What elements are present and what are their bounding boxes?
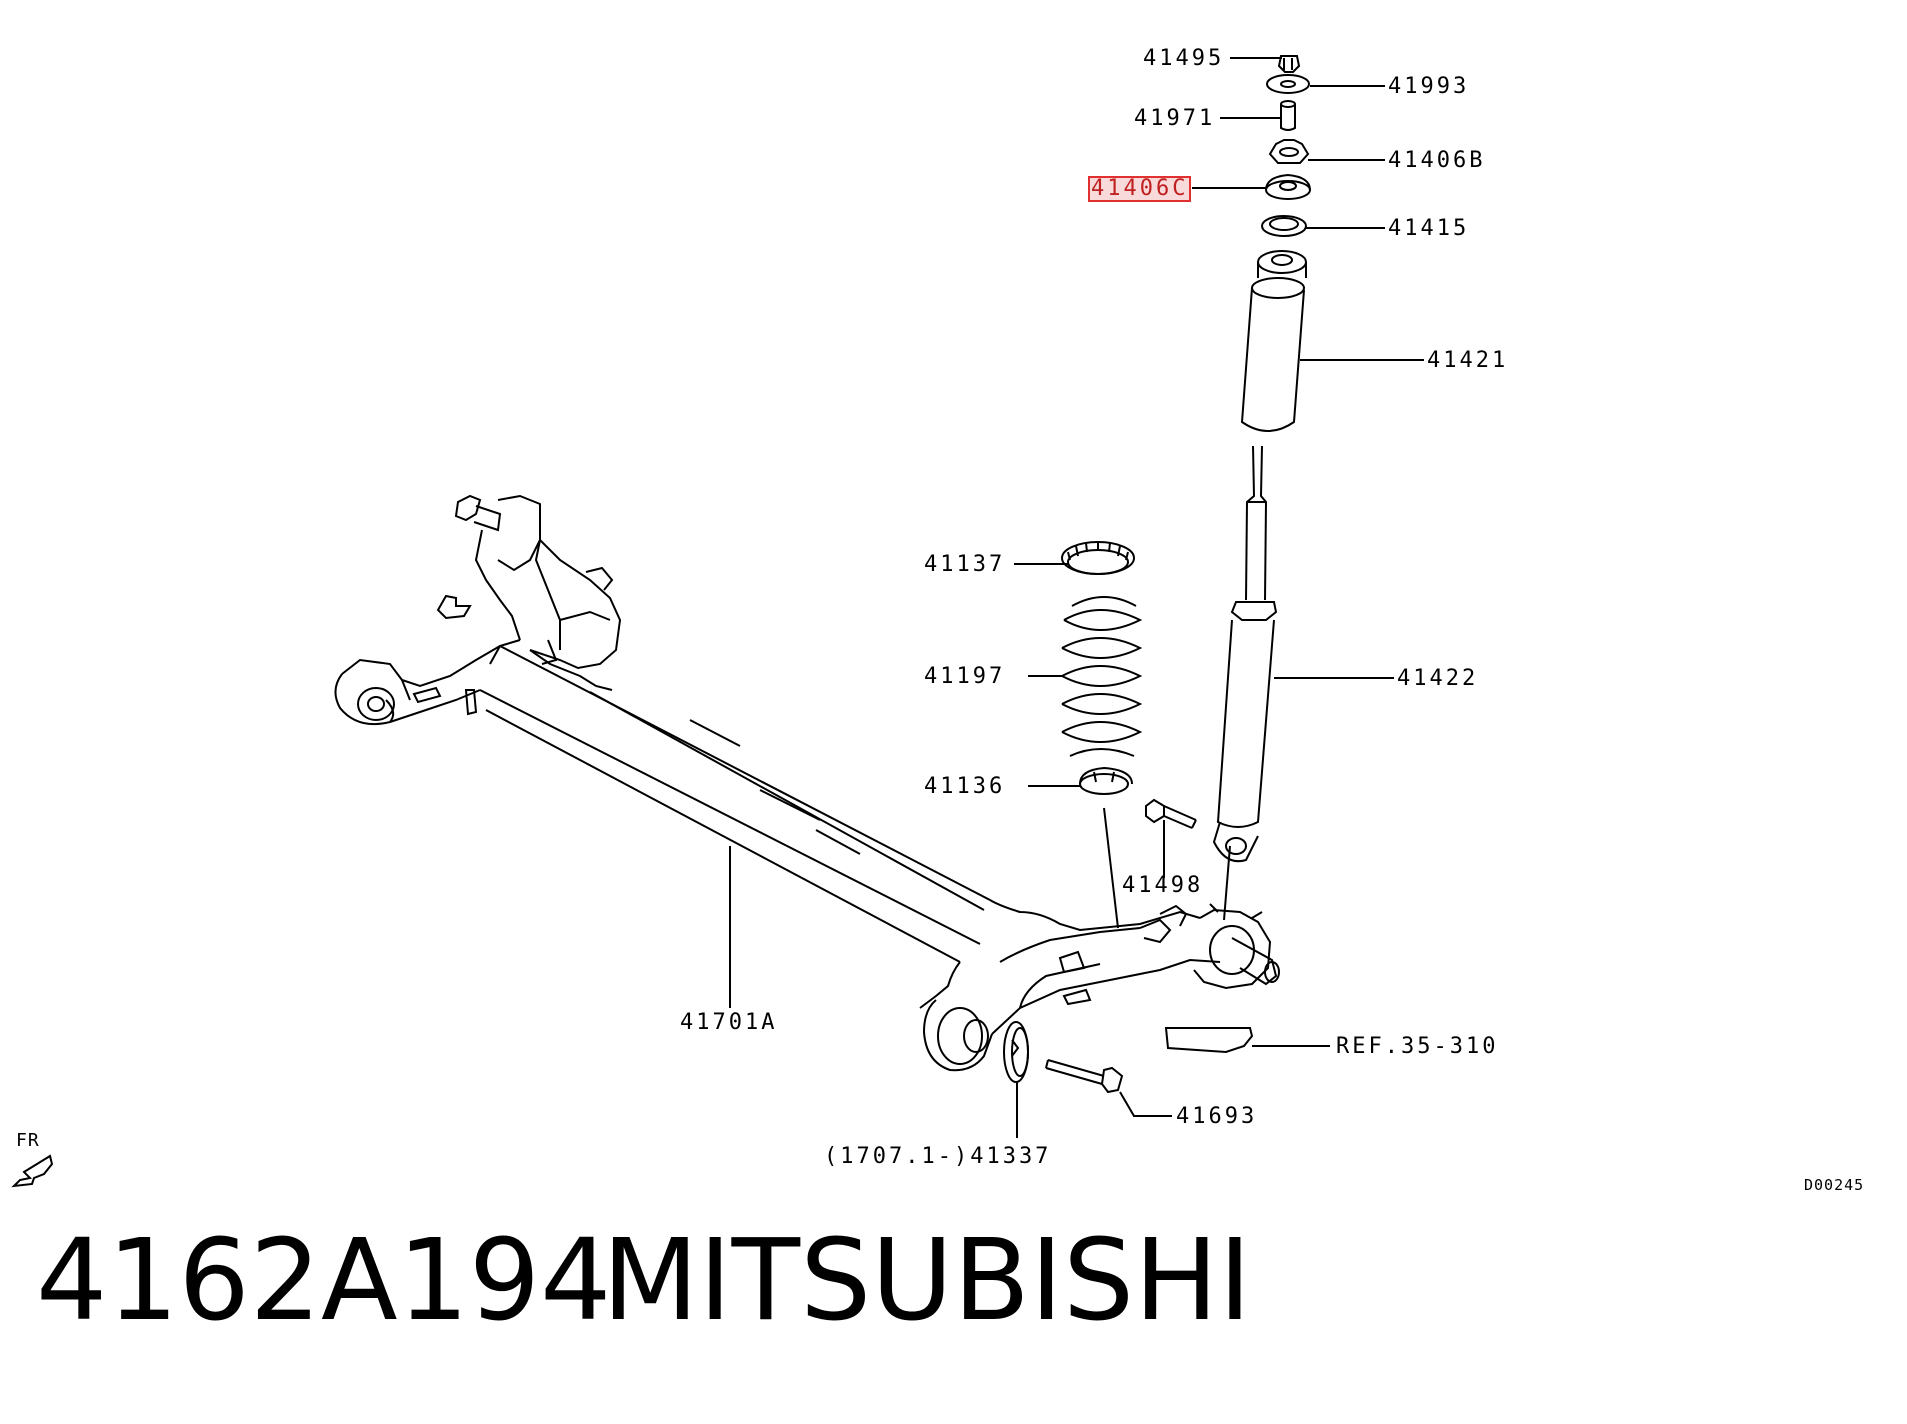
shock-absorber-41422-part[interactable]	[1214, 446, 1276, 861]
axle-beam-41701A-part[interactable]	[335, 496, 1279, 1070]
label-41421[interactable]: 41421	[1427, 348, 1509, 373]
nut-41495-part[interactable]	[1279, 56, 1299, 72]
leader-lines	[730, 58, 1424, 1138]
label-41993[interactable]: 41993	[1388, 74, 1470, 99]
label-41197[interactable]: 41197	[924, 664, 1006, 689]
label-41971[interactable]: 41971	[1134, 106, 1216, 131]
bracket-ref-35-310-part[interactable]	[1166, 1028, 1252, 1052]
label-41137[interactable]: 41137	[924, 552, 1006, 577]
bolt-41498-part[interactable]	[1146, 800, 1196, 828]
label-ref-35-310[interactable]: REF.35-310	[1336, 1034, 1499, 1059]
bushing-41406B-part[interactable]	[1270, 140, 1308, 163]
label-41701A[interactable]: 41701A	[680, 1010, 778, 1035]
label-41498[interactable]: 41498	[1122, 873, 1204, 898]
label-41406C-selected[interactable]: 41406C	[1087, 176, 1192, 202]
direction-label: FR	[16, 1130, 40, 1151]
label-41136[interactable]: 41136	[924, 774, 1006, 799]
coil-spring-41197-part[interactable]	[1062, 597, 1140, 756]
bolt-41693-part[interactable]	[1046, 1060, 1122, 1092]
brand-name: MITSUBISHI	[602, 1216, 1252, 1346]
label-41495[interactable]: 41495	[1143, 46, 1225, 71]
spring-seat-41136-part[interactable]	[1080, 768, 1132, 794]
spring-seat-41137-part[interactable]	[1062, 542, 1134, 574]
label-41406B[interactable]: 41406B	[1388, 148, 1486, 173]
label-41422[interactable]: 41422	[1397, 666, 1479, 691]
label-41693[interactable]: 41693	[1176, 1104, 1258, 1129]
collar-41971-part[interactable]	[1281, 101, 1295, 130]
fr-arrow-icon	[14, 1156, 52, 1186]
seat-41415-part[interactable]	[1262, 216, 1306, 236]
washer-41993-part[interactable]	[1267, 75, 1309, 93]
part-number: 4162A194	[36, 1216, 612, 1346]
dust-boot-41421-part[interactable]	[1242, 251, 1306, 431]
label-41337[interactable]: (1707.1-)41337	[824, 1144, 1052, 1169]
diagram-code: D00245	[1804, 1176, 1865, 1194]
label-41415[interactable]: 41415	[1388, 216, 1470, 241]
washer-41337-part[interactable]	[1004, 1022, 1028, 1082]
bushing-41406C-part[interactable]	[1266, 175, 1310, 199]
